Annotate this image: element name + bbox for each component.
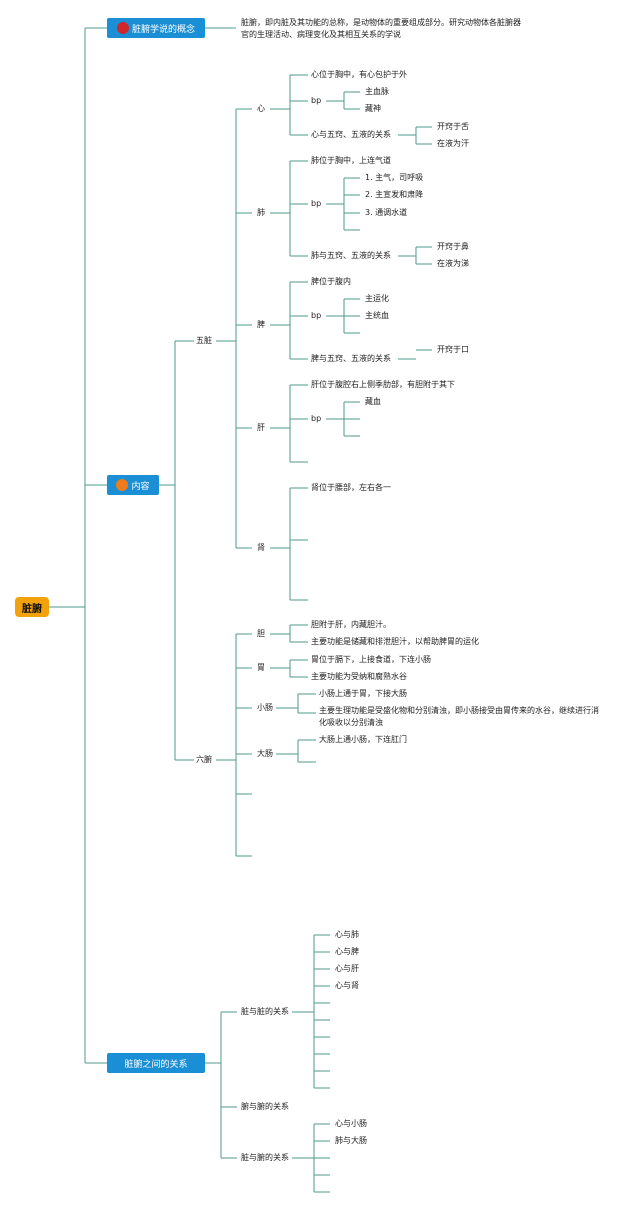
fei-relation[interactable]: 肺与五窍、五液的关系 xyxy=(311,251,391,260)
concept-text: 脏腑，即内脏及其功能的总称，是动物体的重要组成部分。研究动物体各脏腑器 官的生理… xyxy=(241,17,636,41)
fei-func-3: 3. 通调水道 xyxy=(365,208,408,217)
dan-item-2: 主要功能是储藏和排泄胆汁，以帮助脾胃的运化 xyxy=(311,637,479,646)
relations-node[interactable]: 脏腑之间的关系 xyxy=(107,1053,205,1073)
xiaochang-item-2-line1: 主要生理功能是受盛化物和分别清浊，即小肠接受由胃传来的水谷，继续进行消 xyxy=(319,706,599,715)
zang-fu-node[interactable]: 脏与腑的关系 xyxy=(241,1153,289,1162)
xiaochang-item-1: 小肠上通于胃，下接大肠 xyxy=(319,689,407,698)
xin-bp[interactable]: bp xyxy=(311,96,322,105)
liufu-node[interactable]: 六腑 xyxy=(196,755,212,764)
zang-zang-item-4: 心与肾 xyxy=(335,981,359,990)
pi-func-2: 主统血 xyxy=(365,311,389,320)
xin-relation-item-1: 开窍于舌 xyxy=(437,122,469,131)
concept-text-line1: 脏腑，即内脏及其功能的总称，是动物体的重要组成部分。研究动物体各脏腑器 xyxy=(241,18,521,27)
root-node[interactable]: 脏腑 xyxy=(15,597,49,617)
wei-node[interactable]: 胃 xyxy=(257,663,265,672)
xin-func-2: 藏神 xyxy=(365,104,381,113)
dan-item-1: 胆附于肝，内藏胆汁。 xyxy=(311,620,391,629)
shen-location: 肾位于腰部，左右各一 xyxy=(311,483,391,492)
fu-fu-node[interactable]: 腑与腑的关系 xyxy=(241,1102,289,1111)
wei-item-1: 胃位于膈下，上接食道，下连小肠 xyxy=(311,655,431,664)
concept-node[interactable]: 脏腑学说的概念 xyxy=(107,18,205,38)
fei-func-1: 1. 主气，司呼吸 xyxy=(365,173,424,182)
fei-node[interactable]: 肺 xyxy=(257,208,265,217)
fei-location: 肺位于胸中，上连气道 xyxy=(311,156,391,165)
gan-node[interactable]: 肝 xyxy=(257,423,265,432)
content-node[interactable]: 内容 xyxy=(107,475,159,495)
relations-label: 脏腑之间的关系 xyxy=(124,1059,188,1070)
wuzang-node[interactable]: 五脏 xyxy=(196,336,212,345)
concept-marker-icon xyxy=(116,22,129,34)
gan-bp[interactable]: bp xyxy=(311,414,322,423)
xiaochang-item-2-line2: 化吸收以分别清浊 xyxy=(319,718,383,727)
zang-zang-node[interactable]: 脏与脏的关系 xyxy=(241,1007,289,1016)
content-marker-icon xyxy=(116,479,129,491)
zang-zang-item-3: 心与肝 xyxy=(335,964,359,973)
xin-relation-item-2: 在液为汗 xyxy=(437,139,469,148)
pi-location: 脾位于腹内 xyxy=(311,277,351,286)
dachang-item-1: 大肠上通小肠，下连肛门 xyxy=(319,735,407,744)
xin-func-1: 主血脉 xyxy=(365,87,389,96)
pi-bp[interactable]: bp xyxy=(311,311,322,320)
xiaochang-node[interactable]: 小肠 xyxy=(257,703,273,712)
xin-node[interactable]: 心 xyxy=(257,104,265,113)
pi-relation[interactable]: 脾与五窍、五液的关系 xyxy=(311,354,391,363)
dachang-node[interactable]: 大肠 xyxy=(257,749,273,758)
shen-node[interactable]: 肾 xyxy=(257,543,265,552)
gan-location: 肝位于腹腔右上侧季肋部，有胆附于其下 xyxy=(311,380,455,389)
dan-node[interactable]: 胆 xyxy=(257,629,265,638)
pi-relation-item-1: 开窍于口 xyxy=(437,345,469,354)
zang-zang-item-1: 心与肺 xyxy=(335,930,359,939)
xin-location: 心位于胸中，有心包护于外 xyxy=(311,70,407,79)
concept-label: 脏腑学说的概念 xyxy=(131,24,195,35)
concept-text-line2: 官的生理活动、病理变化及其相互关系的学说 xyxy=(241,30,401,39)
zang-zang-item-2: 心与脾 xyxy=(335,947,359,956)
gan-func-1: 藏血 xyxy=(365,397,381,406)
fei-relation-item-1: 开窍于鼻 xyxy=(437,242,469,251)
content-label: 内容 xyxy=(131,481,150,492)
zang-fu-item-1: 心与小肠 xyxy=(335,1119,367,1128)
xiaochang-item-2: 主要生理功能是受盛化物和分别清浊，即小肠接受由胃传来的水谷，继续进行消 化吸收以… xyxy=(319,705,634,729)
pi-node[interactable]: 脾 xyxy=(257,320,265,329)
pi-func-1: 主运化 xyxy=(365,294,389,303)
fei-relation-item-2: 在液为涕 xyxy=(437,259,469,268)
fei-bp[interactable]: bp xyxy=(311,199,322,208)
fei-func-2: 2. 主宣发和肃降 xyxy=(365,190,424,199)
zang-fu-item-2: 肺与大肠 xyxy=(335,1136,367,1145)
wei-item-2: 主要功能为受纳和腐熟水谷 xyxy=(311,672,407,681)
xin-relation[interactable]: 心与五窍、五液的关系 xyxy=(311,130,391,139)
